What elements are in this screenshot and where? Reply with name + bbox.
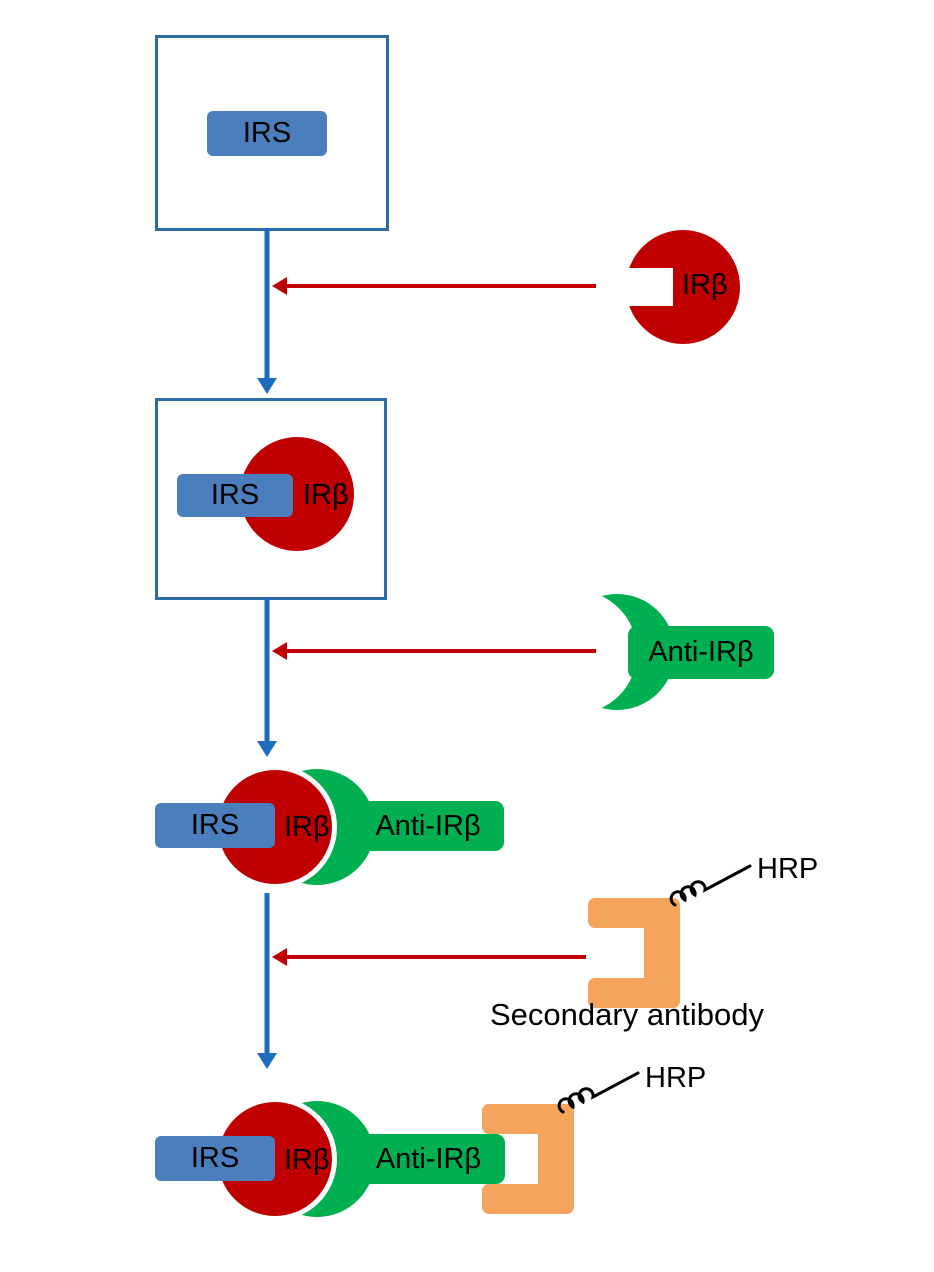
irs-badge-stage4: IRS — [155, 1136, 275, 1181]
arrow-line — [264, 893, 270, 1056]
arrow-line — [264, 228, 270, 381]
irbeta-binding-notch — [626, 268, 673, 306]
arrow-head — [257, 378, 277, 394]
anti-irbeta-crescent-shape — [559, 594, 675, 710]
irs-badge-stage2: IRS — [177, 474, 293, 517]
hrp-coil-icon-stage4 — [557, 1071, 640, 1114]
irbeta-label-stage2: IRβ — [303, 479, 349, 511]
irbeta-label-stage3: IRβ — [284, 811, 330, 843]
arrow-line — [285, 284, 596, 288]
add-secondary-antibody-arrow-icon — [272, 945, 586, 969]
irs-badge-stage3: IRS — [155, 803, 275, 848]
step2-down-arrow-icon — [255, 597, 279, 757]
add-irbeta-arrow-icon — [272, 274, 596, 298]
irbeta-label-stage4: IRβ — [284, 1144, 330, 1176]
anti-irbeta-label-stage3: Anti-IRβ — [375, 809, 481, 842]
arrow-head — [257, 741, 277, 757]
arrow-line — [285, 955, 586, 959]
arrow-head — [272, 642, 287, 660]
hrp-label-reagent: HRP — [757, 853, 819, 885]
secondary-antibody-shape — [588, 898, 680, 1008]
arrow-line — [285, 649, 596, 653]
irs-label-stage4: IRS — [190, 1142, 240, 1174]
arrow-head — [272, 277, 287, 295]
arrow-line — [264, 597, 270, 744]
arrow-head — [272, 948, 287, 966]
step3-down-arrow-icon — [255, 893, 279, 1069]
secondary-antibody-caption: Secondary antibody — [490, 997, 765, 1032]
anti-irbeta-label-stage4: Anti-IRβ — [375, 1142, 482, 1175]
anti-irbeta-badge-stage3: Anti-IRβ — [352, 801, 504, 851]
step1-down-arrow-icon — [255, 228, 279, 394]
anti-irbeta-reagent-badge: Anti-IRβ — [628, 626, 774, 679]
hrp-coil-icon — [669, 864, 752, 907]
irs-label-stage1: IRS — [242, 117, 292, 149]
stage1-well-box — [155, 35, 389, 231]
irs-label-stage2: IRS — [210, 479, 260, 511]
stage2-well-box — [155, 398, 387, 600]
hrp-label-stage4: HRP — [645, 1062, 707, 1094]
arrow-head — [257, 1053, 277, 1069]
irbeta-reagent-label: IRβ — [682, 269, 728, 301]
irs-badge-stage1: IRS — [207, 111, 327, 156]
secondary-antibody-shape-stage4 — [482, 1104, 574, 1214]
add-anti-irbeta-arrow-icon — [272, 639, 596, 663]
anti-irbeta-reagent-label: Anti-IRβ — [648, 636, 754, 668]
irs-label-stage3: IRS — [190, 809, 240, 841]
anti-irbeta-badge-stage4: Anti-IRβ — [352, 1134, 505, 1184]
